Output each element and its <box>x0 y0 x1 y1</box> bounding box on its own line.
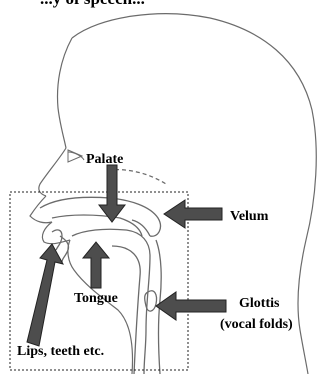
velum-label: Velum <box>230 209 269 224</box>
glottis-label: Glottis <box>239 296 280 311</box>
lips-arrow <box>27 244 63 346</box>
palate-label: Palate <box>86 152 123 167</box>
tongue-label: Tongue <box>74 291 118 306</box>
velum-arrow <box>164 200 222 228</box>
vocal-folds-label: (vocal folds) <box>220 317 293 332</box>
lips-teeth-label: Lips, teeth etc. <box>17 344 104 359</box>
tongue-arrow <box>83 242 109 288</box>
diagram-title: ...y of speech... <box>40 0 145 8</box>
palate-arrow <box>99 165 125 222</box>
glottis-arrow <box>156 292 226 320</box>
